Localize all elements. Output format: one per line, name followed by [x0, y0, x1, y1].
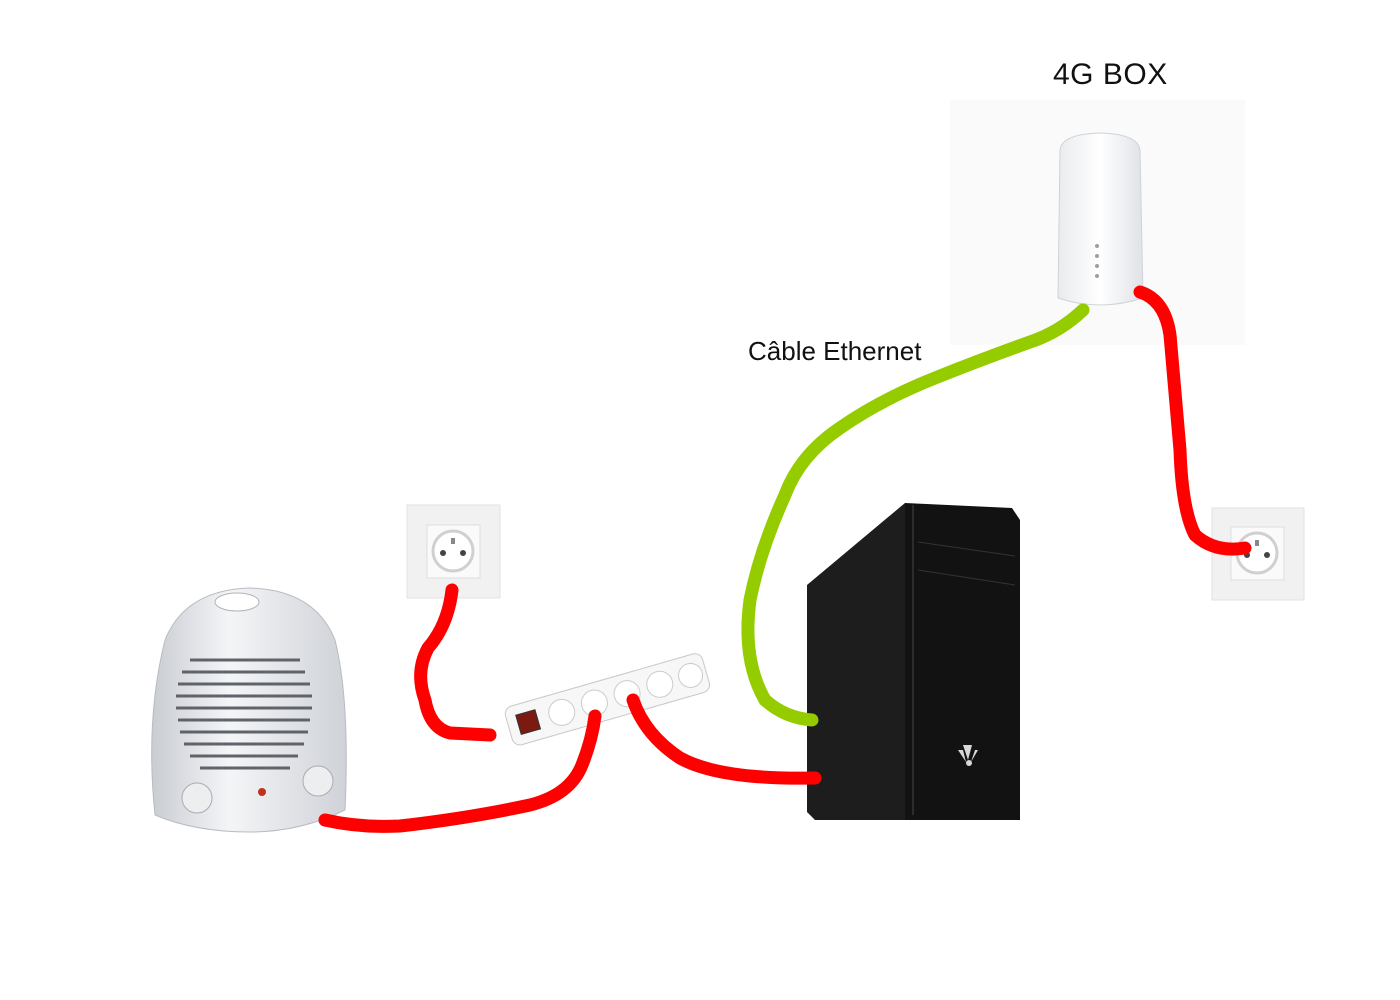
heater-indicator-light: [258, 788, 266, 796]
ethernet-cable: [741, 303, 1090, 727]
wall-socket-right: [1211, 507, 1305, 601]
heater-knob-right: [302, 765, 334, 797]
heater-knob-left: [181, 782, 213, 814]
power-strip: [504, 653, 711, 746]
4g-box-label: 4G BOX: [1053, 58, 1168, 91]
router-led-icons: [1095, 244, 1099, 278]
ethernet-cable-label: Câble Ethernet: [748, 336, 922, 366]
pc-logo-icon: [958, 745, 978, 766]
heater-grille: [176, 658, 312, 770]
router-power-cable: [1133, 285, 1252, 556]
4g-router: [950, 100, 1245, 345]
fan-heater: [151, 587, 347, 833]
power-switch: [515, 709, 542, 736]
heater-to-strip-cable: [318, 709, 602, 833]
strip-to-pc-cable: [626, 693, 822, 785]
wall-to-strip-cable: [414, 583, 497, 742]
pc-tower: [807, 503, 1020, 820]
handle: [214, 592, 260, 612]
